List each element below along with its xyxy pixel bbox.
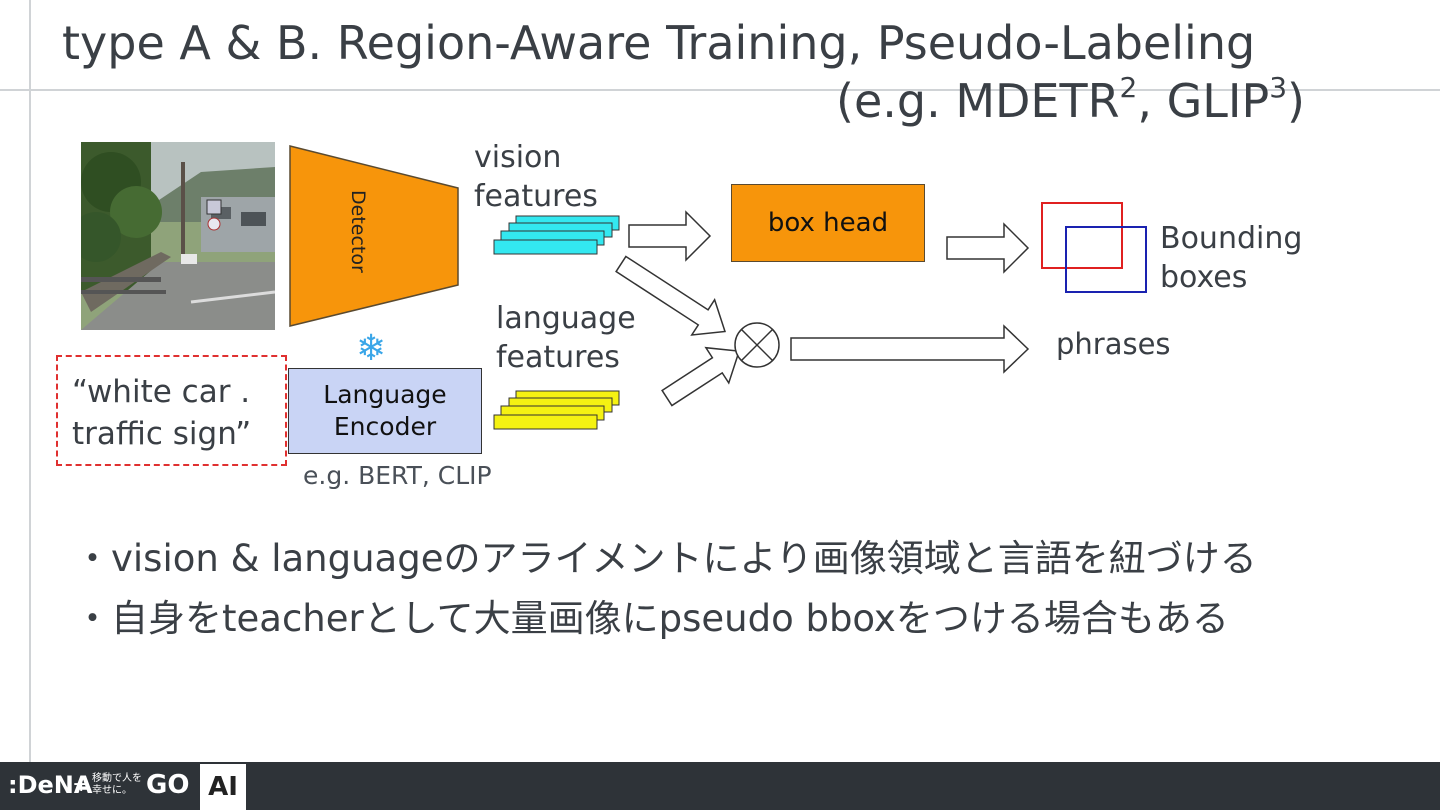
input-text-prompt: “white car .traffic sign” xyxy=(56,355,287,466)
dena-logo: :DeNA xyxy=(8,771,93,799)
arrow-to-bounding-boxes xyxy=(946,222,1030,274)
left-rule xyxy=(29,0,31,762)
arrow-vision-to-combine xyxy=(615,255,726,336)
arrow-to-box-head xyxy=(628,210,712,262)
slide-title-line2: (e.g. MDETR2, GLIP3) xyxy=(836,71,1305,129)
bullet-1: ・vision & languageのアライメントにより画像領域と言語を紐づける xyxy=(74,537,1257,580)
arrow-language-to-combine xyxy=(661,346,741,407)
bullet-2: ・自身をteacherとして大量画像にpseudo bboxをつける場合もある xyxy=(74,597,1229,640)
phrases-label: phrases xyxy=(1056,327,1171,361)
bounding-box-blue xyxy=(1065,226,1147,293)
snowflake-icon: ❄ xyxy=(356,328,387,369)
bounding-box-red xyxy=(1041,202,1123,269)
title-rule xyxy=(0,89,1440,91)
vision-feature-stack xyxy=(493,215,620,255)
encoder-examples: e.g. BERT, CLIP xyxy=(303,461,492,490)
footer-plus: + xyxy=(72,772,91,797)
box-head-block: box head xyxy=(731,184,925,262)
detector-label: Detector xyxy=(347,190,369,273)
language-feature-stack xyxy=(493,390,620,430)
go-logo: GO xyxy=(146,770,190,800)
go-tagline: 移動で人を幸せに。 xyxy=(92,773,142,796)
detector-block xyxy=(289,145,459,327)
arrow-to-phrases xyxy=(790,324,1030,374)
ai-tag: AI xyxy=(200,764,246,810)
slide-title-line1: type A & B. Region-Aware Training, Pseud… xyxy=(62,16,1256,70)
input-street-image xyxy=(81,142,275,330)
circled-times-icon xyxy=(734,322,780,368)
